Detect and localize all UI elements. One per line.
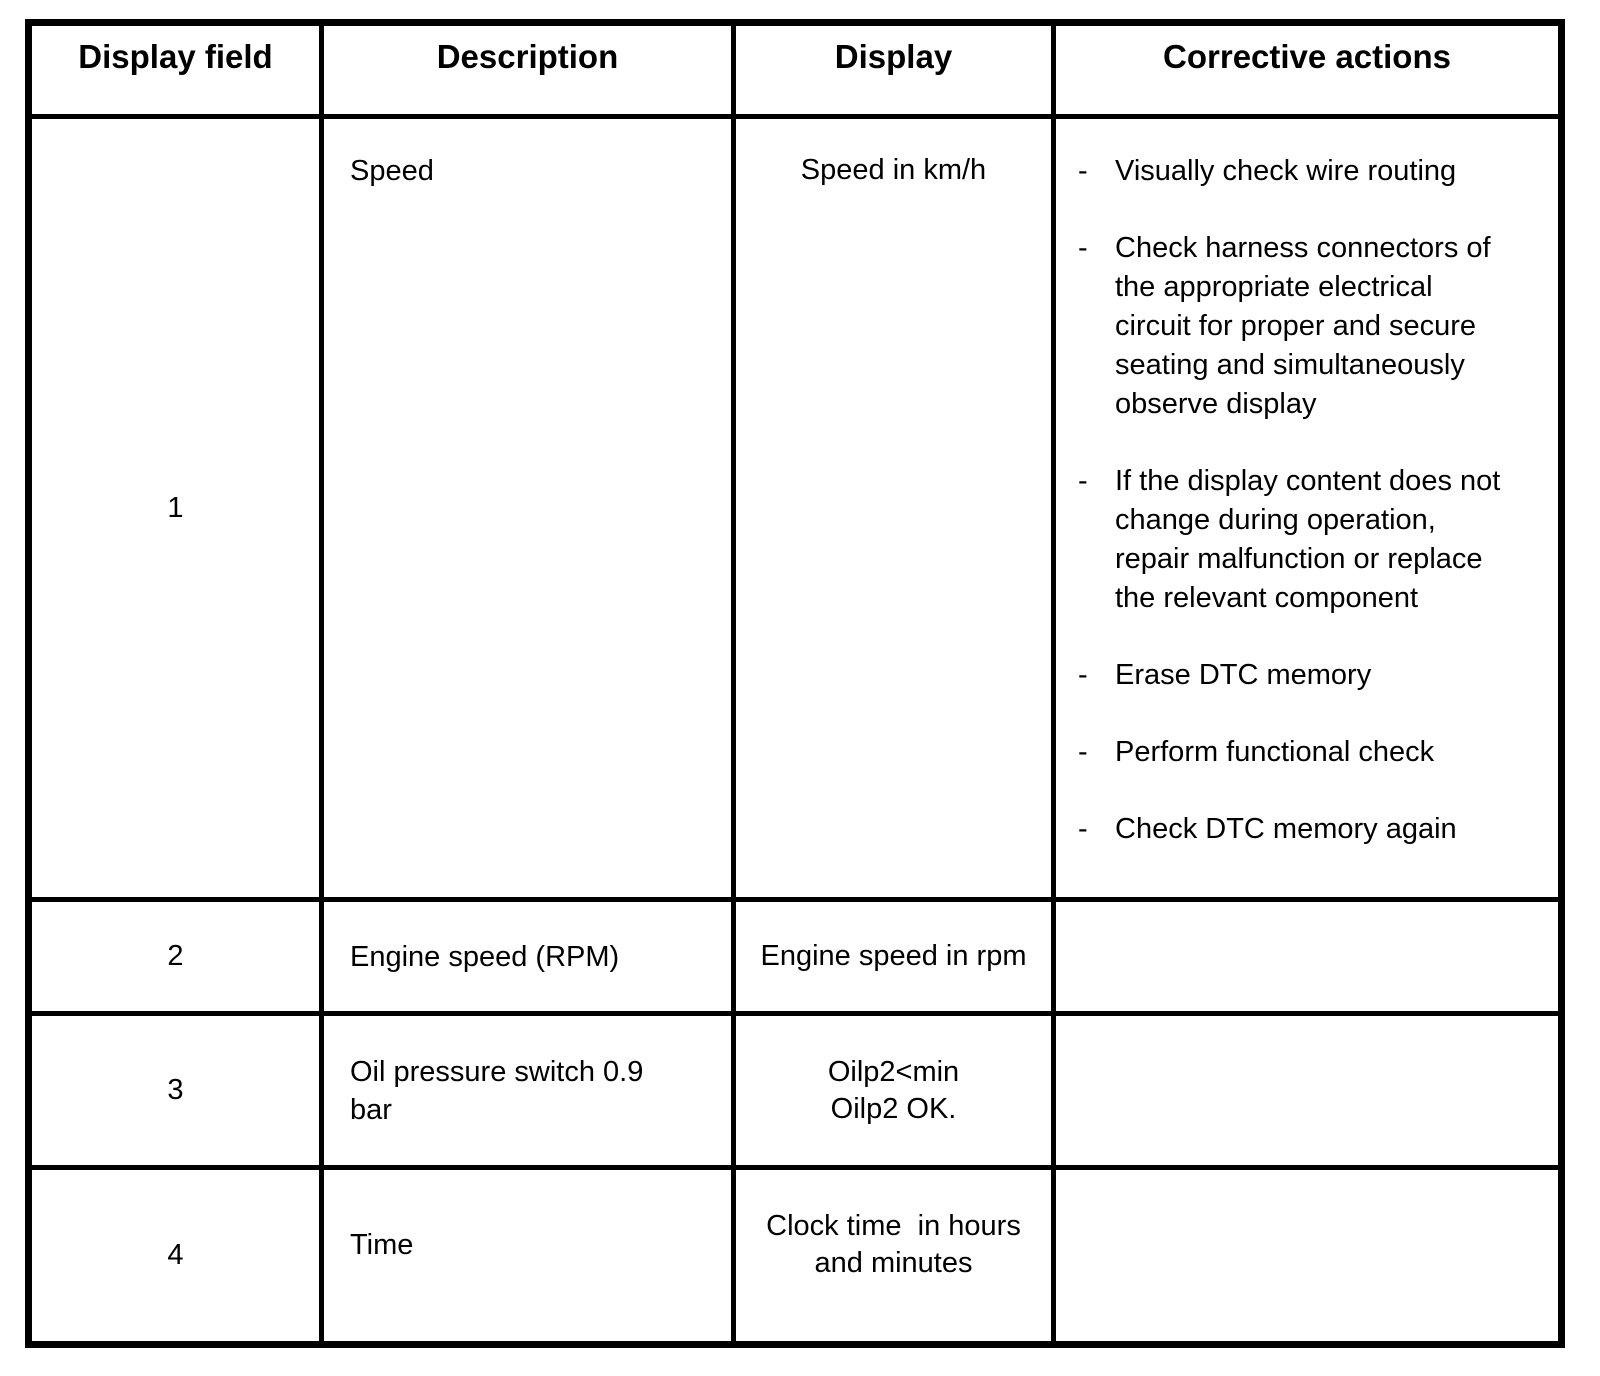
table-row: 1 Speed Speed in km/h - Visually check w…: [26, 114, 1564, 902]
field-number: 4: [167, 1239, 184, 1271]
cell-corrective-actions-4: [1051, 1165, 1564, 1347]
action-item: - Visually check wire routing: [1078, 152, 1542, 191]
bullet-dash: -: [1078, 155, 1088, 187]
cell-corrective-actions-2: [1051, 897, 1564, 1016]
display-text: Engine speed in rpm: [760, 940, 1027, 972]
cell-display-3: Oilp2<min Oilp2 OK.: [731, 1011, 1056, 1170]
action-text: Check harness connectors of the appropri…: [1115, 232, 1491, 420]
display-fields-table: Display field Description Display Correc…: [25, 19, 1565, 1348]
table-row: 2 Engine speed (RPM) Engine speed in rpm: [26, 897, 1564, 1016]
table-row: 3 Oil pressure switch 0.9 bar Oilp2<min …: [26, 1011, 1564, 1170]
bullet-dash: -: [1078, 813, 1088, 845]
field-number: 2: [167, 940, 184, 972]
display-text-line2: and minutes: [814, 1246, 973, 1279]
cell-display-4: Clock time in hours and minutes: [731, 1165, 1056, 1347]
action-text: Erase DTC memory: [1115, 659, 1372, 691]
bullet-dash: -: [1078, 659, 1088, 691]
action-item: - Check harness connectors of the approp…: [1078, 229, 1542, 424]
cell-corrective-actions-1: - Visually check wire routing - Check ha…: [1051, 114, 1564, 902]
description-text: Time: [350, 1228, 414, 1261]
cell-corrective-actions-3: [1051, 1011, 1564, 1170]
cell-description-4: Time: [319, 1165, 736, 1347]
action-item: - Check DTC memory again: [1078, 810, 1542, 849]
header-display-field: Display field: [26, 20, 324, 119]
header-description: Description: [319, 20, 736, 119]
cell-field-number-3: 3: [26, 1011, 324, 1170]
header-display: Display: [731, 20, 1056, 119]
description-text: Oil pressure switch 0.9 bar: [350, 1055, 644, 1126]
action-item: - Erase DTC memory: [1078, 656, 1542, 695]
cell-description-2: Engine speed (RPM): [319, 897, 736, 1016]
action-text: Perform functional check: [1115, 736, 1435, 768]
bullet-dash: -: [1078, 232, 1088, 264]
table-header-row: Display field Description Display Correc…: [26, 20, 1564, 119]
description-text: Speed: [350, 155, 434, 187]
cell-description-3: Oil pressure switch 0.9 bar: [319, 1011, 736, 1170]
cell-field-number-1: 1: [26, 114, 324, 902]
field-number: 1: [167, 491, 184, 524]
action-text: Check DTC memory again: [1115, 813, 1457, 845]
bullet-dash: -: [1078, 465, 1088, 497]
cell-field-number-2: 2: [26, 897, 324, 1016]
display-text-line2: Oilp2 OK.: [830, 1092, 957, 1125]
action-text: Visually check wire routing: [1115, 155, 1457, 187]
table-row: 4 Time Clock time in hours and minutes: [26, 1165, 1564, 1347]
action-text: If the display content does not change d…: [1115, 465, 1501, 614]
display-text-line1: Oilp2<min: [827, 1055, 960, 1088]
action-item: - If the display content does not change…: [1078, 462, 1542, 618]
action-item: - Perform functional check: [1078, 733, 1542, 772]
bullet-dash: -: [1078, 736, 1088, 768]
cell-display-2: Engine speed in rpm: [731, 897, 1056, 1016]
header-corrective-actions: Corrective actions: [1051, 20, 1564, 119]
cell-description-1: Speed: [319, 114, 736, 902]
cell-display-1: Speed in km/h: [731, 114, 1056, 902]
display-text: Speed in km/h: [800, 154, 987, 186]
display-text-line1: Clock time in hours: [766, 1209, 1021, 1242]
field-number: 3: [167, 1074, 184, 1106]
description-text: Engine speed (RPM): [350, 940, 620, 973]
cell-field-number-4: 4: [26, 1165, 324, 1347]
